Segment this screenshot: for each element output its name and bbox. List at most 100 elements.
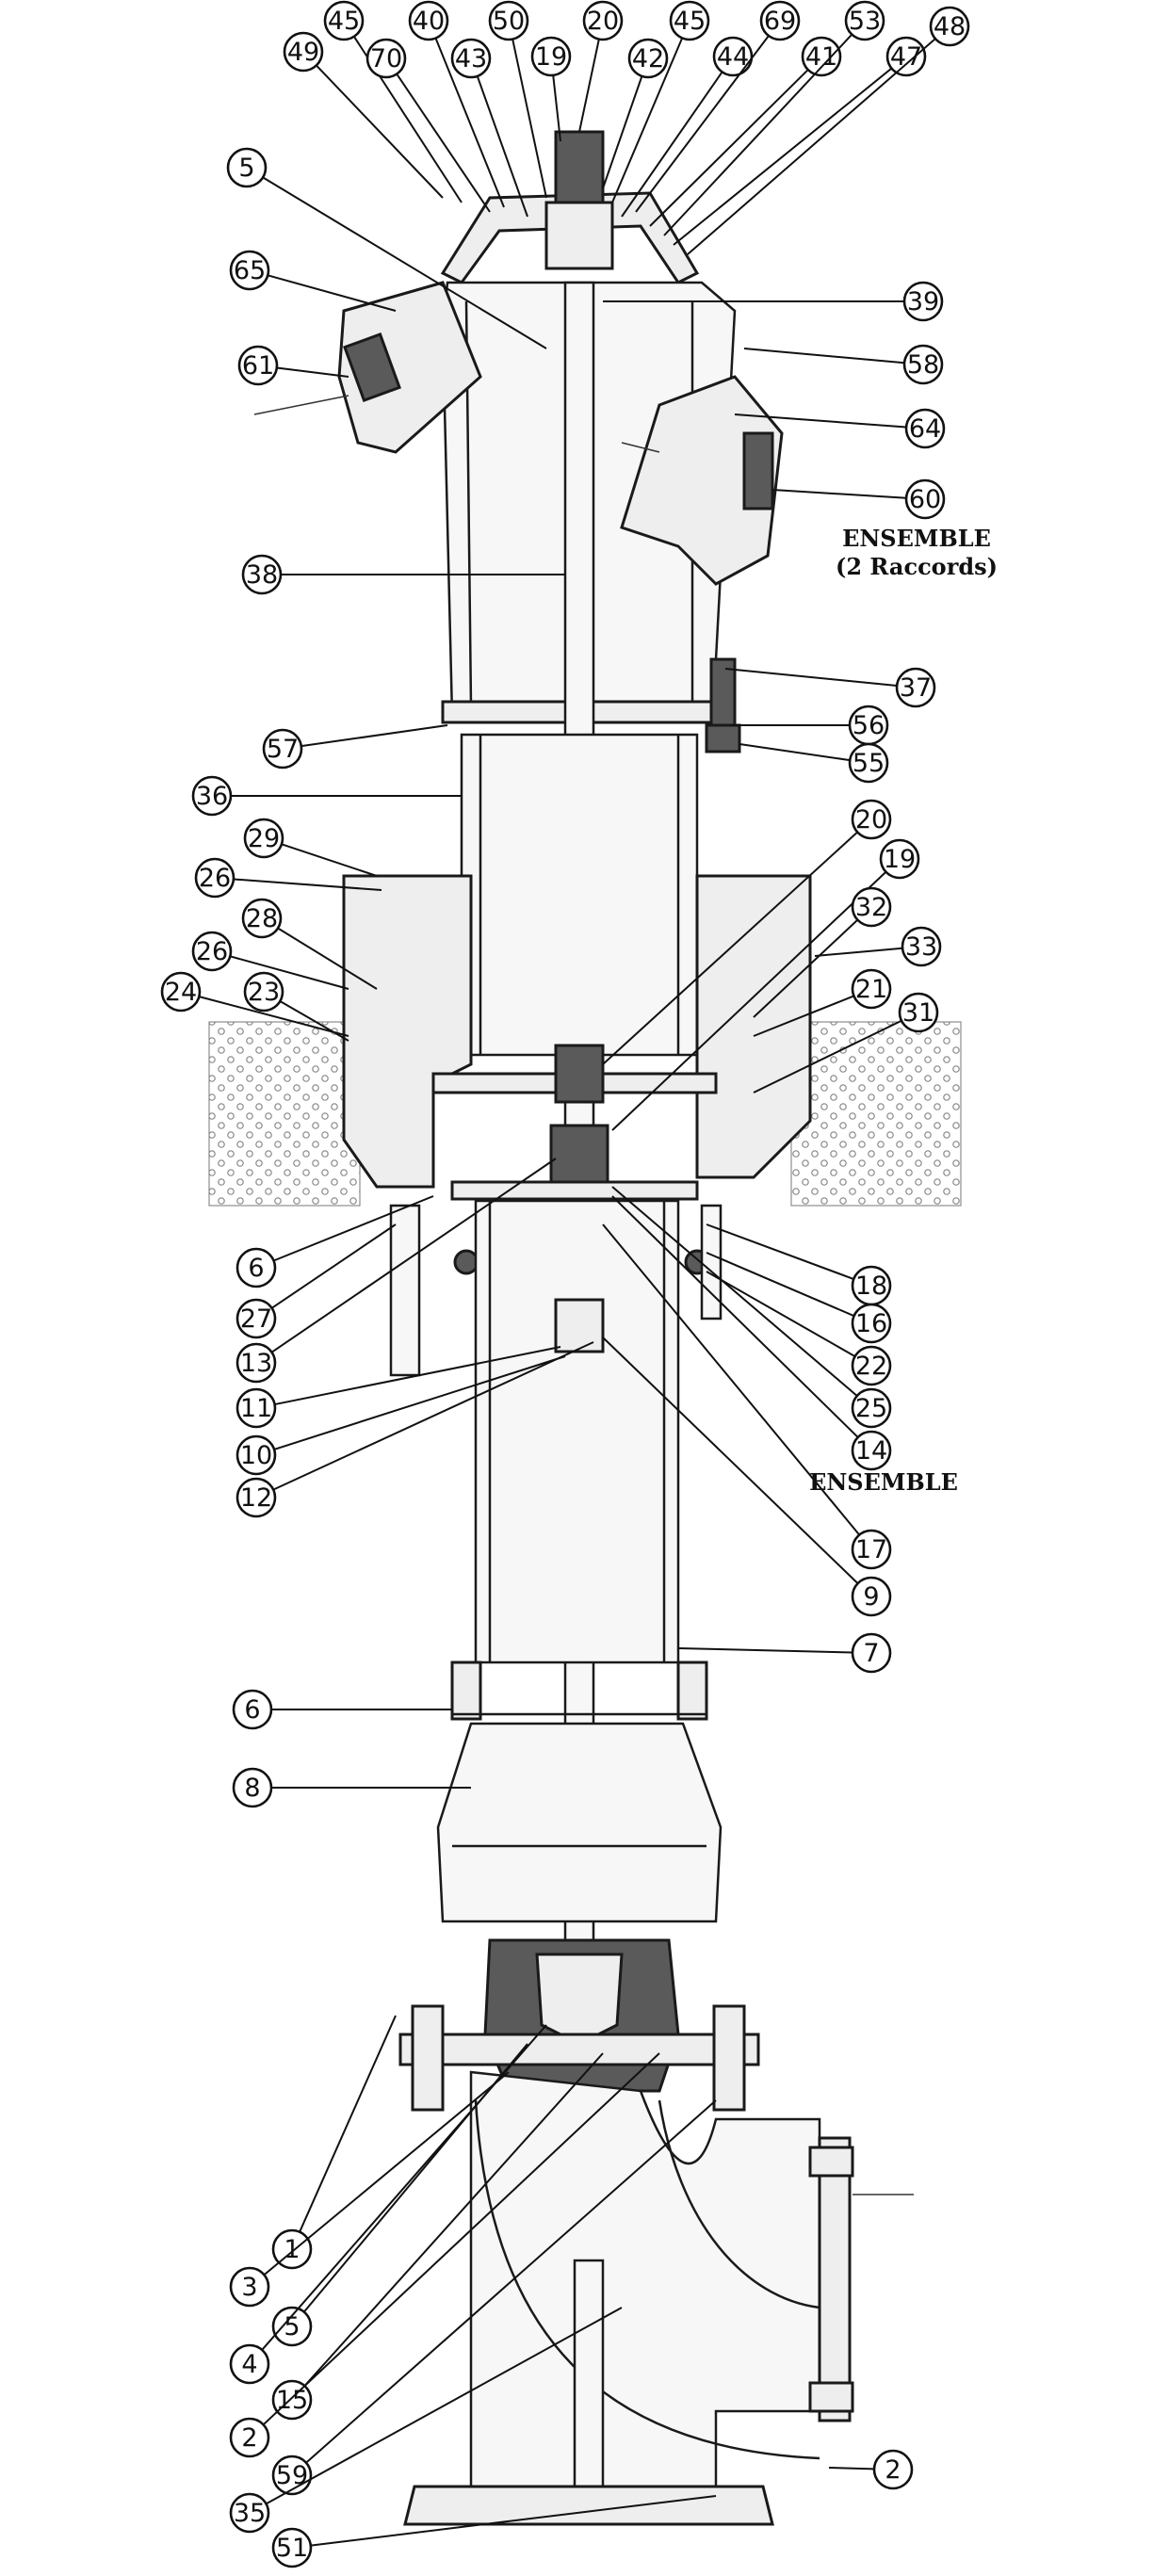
callout-leader-line <box>233 878 382 891</box>
callout-35: 35 <box>229 2307 623 2534</box>
callout-leader-line <box>512 39 547 199</box>
callout-58: 58 <box>743 344 944 385</box>
nut-55 <box>705 723 741 753</box>
callout-61: 61 <box>237 345 349 386</box>
callout-circle <box>271 2379 313 2421</box>
callouts: 4945704043501920424544694153474856561395… <box>160 0 970 2568</box>
callout-49: 49 <box>283 31 444 199</box>
coupling-10 <box>554 1298 605 1353</box>
callout-leader-line <box>771 489 907 499</box>
callout-label: 59 <box>276 2461 308 2490</box>
elbow-curve-inner <box>658 2099 820 2309</box>
callout-label: 43 <box>455 44 487 73</box>
callout-circle <box>229 2417 270 2458</box>
callout-label: 39 <box>907 287 939 316</box>
callout-leader-line <box>261 2024 547 2351</box>
callout-69: 69 <box>635 0 801 213</box>
callout-7: 7 <box>677 1632 892 1674</box>
right-outlet <box>620 375 784 586</box>
callout-18: 18 <box>706 1223 892 1306</box>
top-nut <box>554 130 605 209</box>
callout-label: 7 <box>863 1639 879 1668</box>
callout-circle <box>226 147 268 188</box>
callout-circle <box>262 728 303 770</box>
callout-leader-line <box>734 413 907 429</box>
callout-circle <box>271 2527 313 2568</box>
callout-leader-line <box>578 39 600 133</box>
callout-leader-line <box>262 2052 660 2426</box>
callout-leader-line <box>199 996 349 1037</box>
callout-circle <box>235 1434 277 1476</box>
callout-circle <box>851 1529 892 1570</box>
callout-20: 20 <box>602 799 892 1065</box>
callout-label: 35 <box>234 2499 266 2528</box>
callout-leader-line <box>602 831 858 1065</box>
callout-leader-line <box>276 366 349 378</box>
callout-leader-line <box>263 2071 510 2276</box>
callout-label: 14 <box>855 1436 887 1466</box>
drain-plate <box>450 1180 699 1201</box>
callout-circle <box>759 0 801 41</box>
callout-leader-line <box>743 348 905 365</box>
callout-circle <box>851 1430 892 1471</box>
callout-leader-line <box>739 743 851 762</box>
callout-leader-line <box>828 2467 875 2471</box>
callout-circle <box>898 992 939 1033</box>
callout-circle <box>851 1303 892 1344</box>
outlet-flange-lip-bot <box>808 2381 854 2413</box>
callout-leader-line <box>621 71 723 218</box>
callout-circle <box>235 1387 277 1429</box>
outlet-flange-lip-top <box>808 2146 854 2178</box>
callout-circle <box>323 0 365 41</box>
callout-37: 37 <box>724 667 936 708</box>
callout-43: 43 <box>450 38 528 218</box>
callout-64: 64 <box>734 408 946 449</box>
callout-5: 5 <box>226 147 547 349</box>
callout-label: 27 <box>240 1304 272 1334</box>
callout-leader-line <box>753 918 859 1018</box>
callout-20: 20 <box>578 0 624 133</box>
callout-1: 1 <box>271 2015 397 2270</box>
callout-circle <box>232 1689 273 1730</box>
callout-65: 65 <box>229 250 397 312</box>
callout-leader-line <box>281 843 378 877</box>
callout-circle <box>243 818 284 859</box>
callout-label: 36 <box>196 782 228 811</box>
callout-label: 3 <box>241 2273 257 2302</box>
callout-11: 11 <box>235 1346 561 1429</box>
callout-circle <box>229 250 270 291</box>
callout-label: 6 <box>244 1695 260 1725</box>
callout-leader-line <box>611 871 887 1131</box>
callout-label: 45 <box>674 7 706 36</box>
callout-circle <box>235 1477 277 1518</box>
callout-circle <box>851 1345 892 1386</box>
callout-label: 53 <box>849 7 881 36</box>
callout-16: 16 <box>706 1252 892 1344</box>
callout-leader-line <box>706 1252 855 1318</box>
callout-circle <box>844 0 885 41</box>
callout-circle <box>283 31 324 73</box>
callout-32: 32 <box>753 886 892 1018</box>
callout-label: 38 <box>246 560 278 590</box>
callout-leader-line <box>706 1223 854 1280</box>
callout-label: 24 <box>165 978 197 1007</box>
callout-circle <box>627 38 669 79</box>
callout-leader-line <box>316 64 444 199</box>
callout-label: 5 <box>238 154 254 183</box>
callout-label: 1 <box>284 2235 300 2264</box>
lower-skirt-right <box>700 1204 723 1320</box>
callout-circle <box>160 971 202 1013</box>
callout-label: 64 <box>909 414 941 444</box>
callout-circle <box>229 2492 270 2534</box>
callout-3: 3 <box>229 2071 510 2308</box>
callout-48: 48 <box>687 6 970 255</box>
callout-leader-line <box>753 995 854 1037</box>
callout-leader-line <box>611 1195 859 1438</box>
callout-label: 15 <box>276 2386 308 2415</box>
callout-36: 36 <box>191 775 462 817</box>
callout-label: 33 <box>905 932 937 962</box>
callout-70: 70 <box>365 38 491 213</box>
barrel-upper <box>460 733 699 1057</box>
callout-55: 55 <box>739 742 889 784</box>
callout-leader-line <box>687 38 936 255</box>
